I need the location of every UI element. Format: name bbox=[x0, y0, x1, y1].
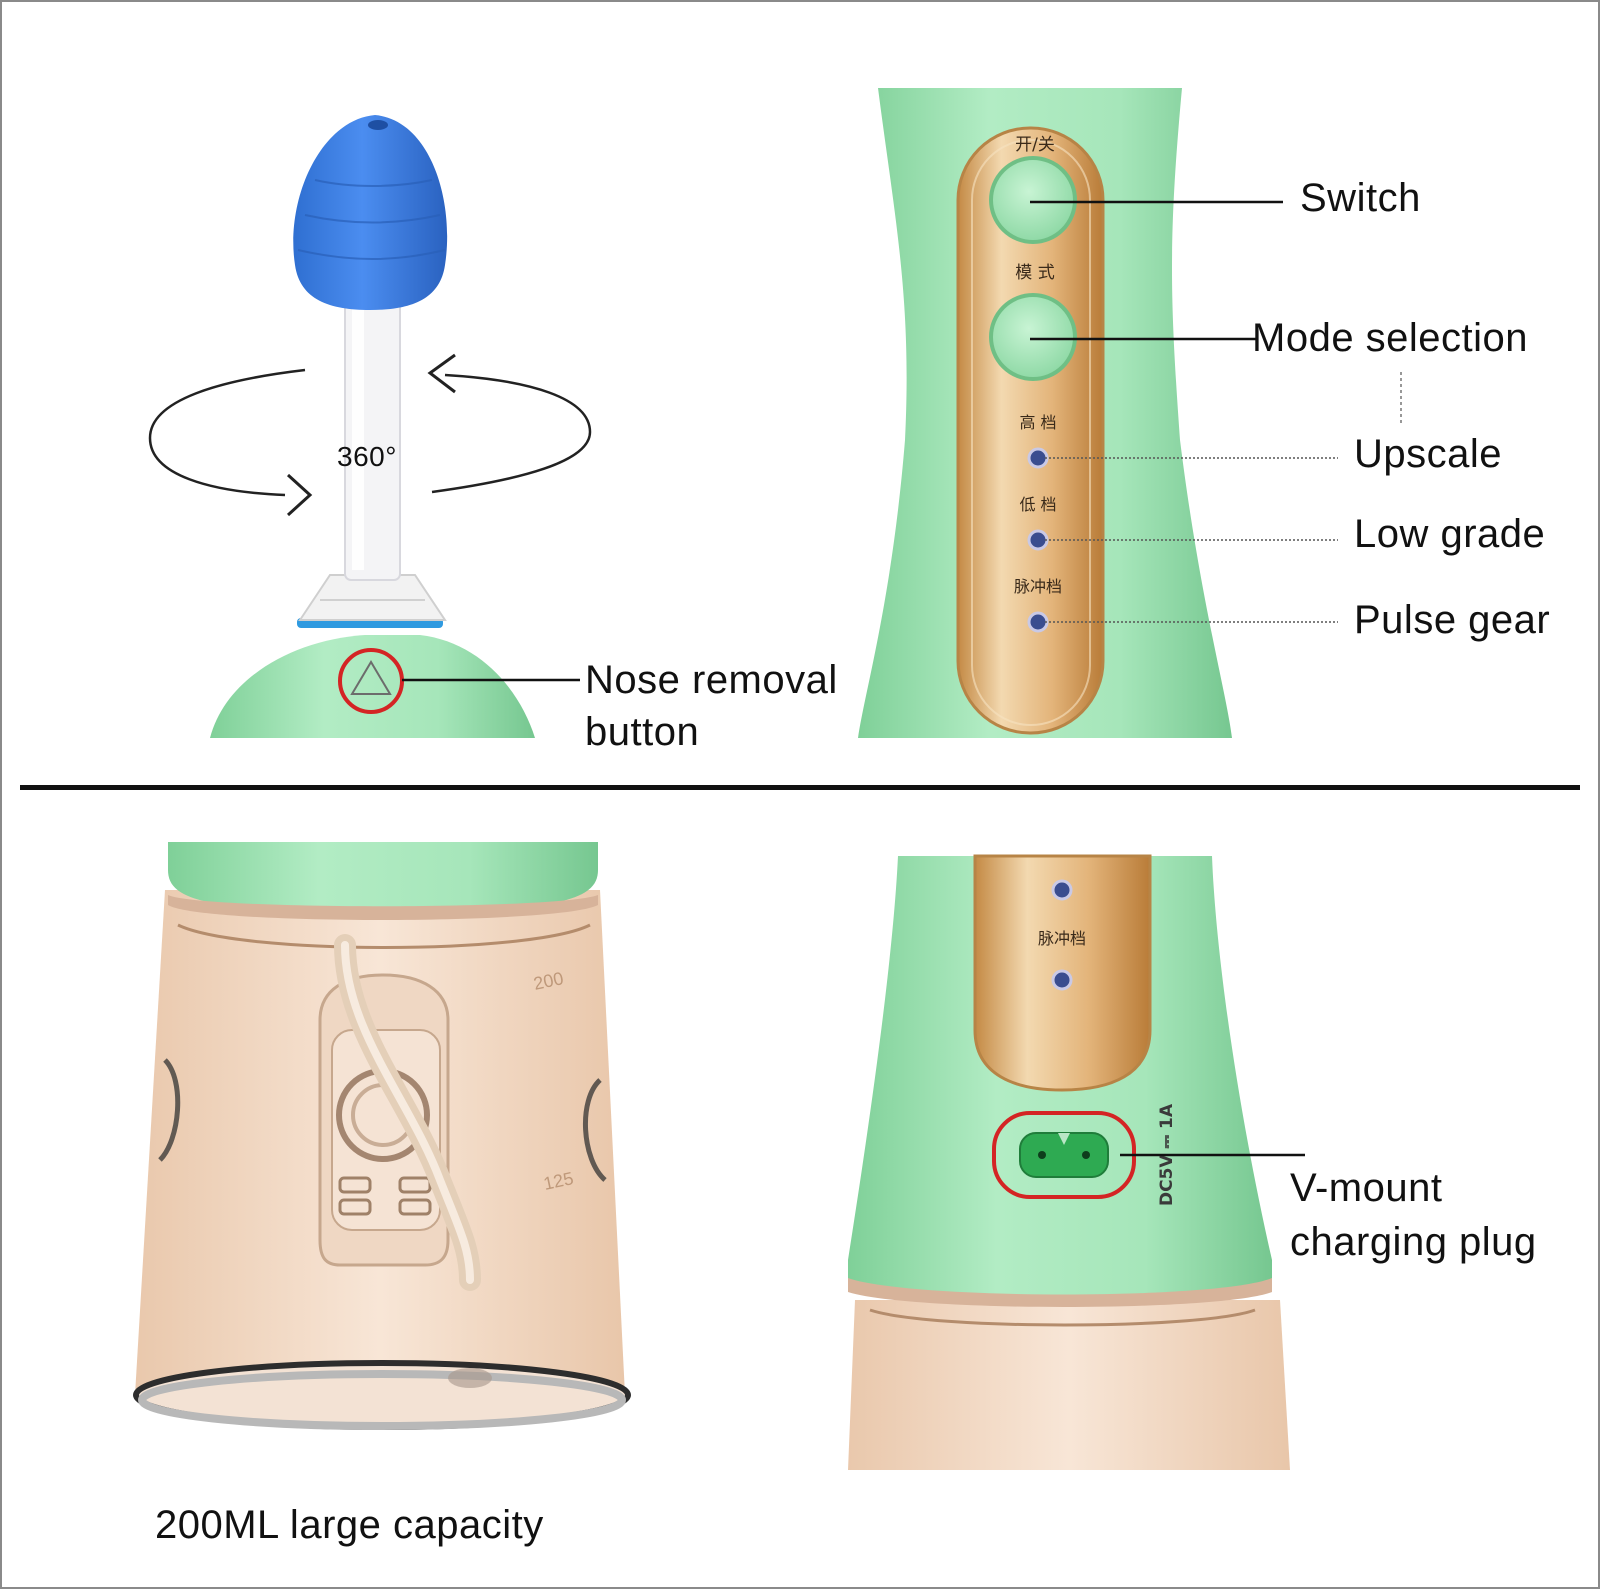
arrow-right-icon bbox=[286, 473, 313, 517]
switch-button bbox=[989, 156, 1077, 244]
rotation-label: 360° bbox=[337, 441, 397, 472]
low-cn-label: 低 档 bbox=[1019, 495, 1056, 514]
pulse-cn-label: 脉冲档 bbox=[1014, 577, 1062, 596]
section-divider bbox=[20, 785, 1580, 790]
switch-label: Switch bbox=[1300, 176, 1421, 220]
lower-tank bbox=[848, 1300, 1290, 1470]
capacity-caption: 200ML large capacity bbox=[155, 1503, 544, 1547]
nose-removal-label-line2: button bbox=[585, 710, 700, 754]
lower-pulse-cn-label: 脉冲档 bbox=[1038, 929, 1086, 948]
arrow-left-icon bbox=[427, 353, 456, 394]
lower-led-1 bbox=[1051, 879, 1073, 901]
water-tank-illustration: 200 125 bbox=[133, 842, 631, 1430]
nozzle-collar bbox=[298, 574, 447, 621]
nozzle-illustration bbox=[148, 115, 592, 738]
rotation-arc-left bbox=[148, 368, 306, 497]
rotation-arc-right bbox=[431, 373, 592, 494]
lower-led-2 bbox=[1051, 969, 1073, 991]
gold-control-strip bbox=[956, 126, 1105, 735]
triangle-icon bbox=[350, 660, 392, 695]
upscale-label: Upscale bbox=[1354, 432, 1503, 476]
charging-label-line1: V-mount bbox=[1290, 1166, 1443, 1210]
mode-cn-label: 模 式 bbox=[1015, 263, 1054, 283]
nozzle-tip bbox=[293, 115, 448, 310]
charging-label-line2: charging plug bbox=[1290, 1220, 1537, 1264]
nozzle-hole bbox=[368, 120, 388, 130]
tank-lid bbox=[168, 842, 598, 912]
switch-cn-label: 开/关 bbox=[1015, 135, 1055, 155]
pulse-gear-label: Pulse gear bbox=[1354, 598, 1551, 642]
mode-button bbox=[989, 293, 1077, 381]
low-grade-label: Low grade bbox=[1354, 512, 1546, 556]
nozzle-base-dome bbox=[210, 635, 535, 738]
upscale-cn-label: 高 档 bbox=[1019, 413, 1056, 432]
control-panel-illustration: 开/关 模 式 高 档 低 档 脉冲档 bbox=[858, 88, 1402, 738]
mode-selection-label: Mode selection bbox=[1252, 316, 1529, 360]
nose-removal-label-line1: Nose removal bbox=[585, 658, 838, 702]
charging-port-illustration: 脉冲档 DC5V ⎓ 1A bbox=[848, 854, 1305, 1470]
